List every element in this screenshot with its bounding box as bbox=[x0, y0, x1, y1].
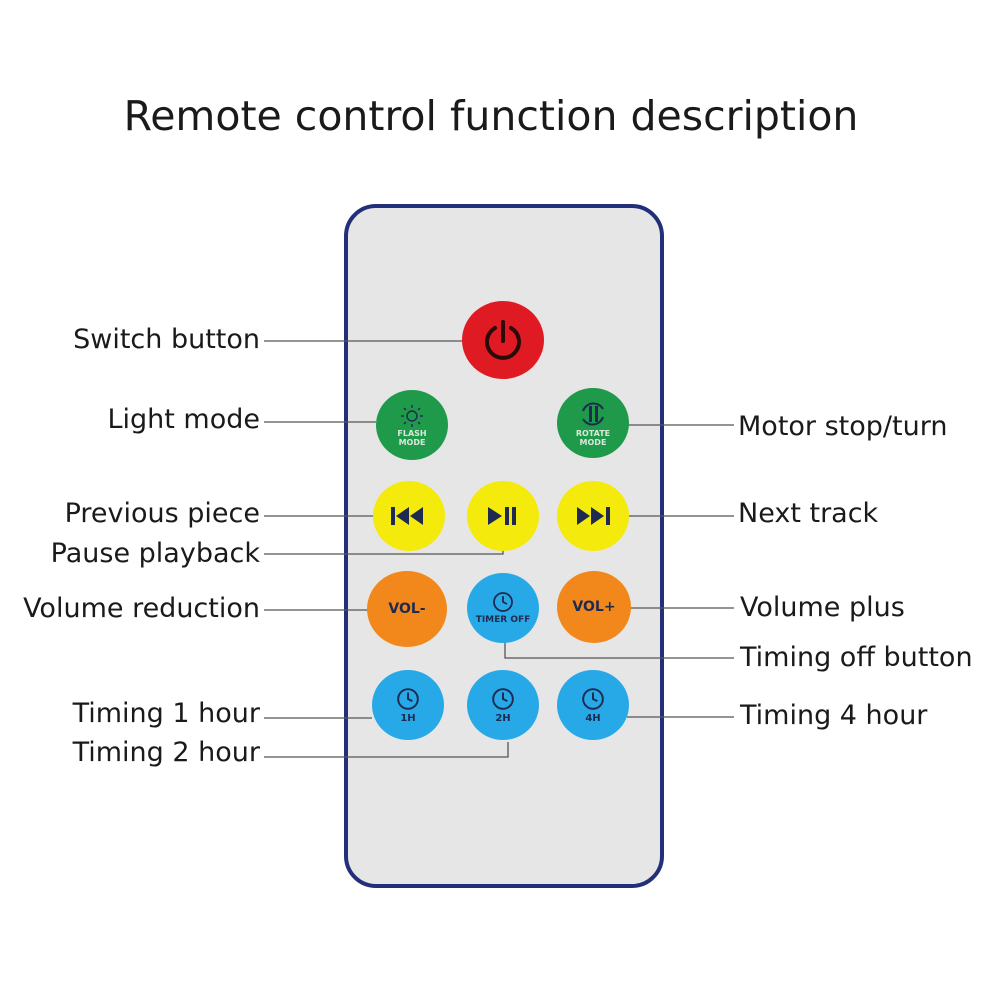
leader-timer-off bbox=[504, 642, 734, 659]
power-icon bbox=[485, 320, 521, 360]
label-timing-4-hour: Timing 4 hour bbox=[740, 700, 928, 731]
sun-icon bbox=[401, 405, 423, 427]
timer-1h-label: 1H bbox=[400, 712, 416, 724]
next-icon bbox=[577, 507, 610, 525]
vol-down-label: VOL- bbox=[388, 601, 426, 617]
rotate-mode-label: MODE bbox=[579, 438, 607, 447]
leader-t2 bbox=[264, 742, 509, 758]
vol-up-label: VOL+ bbox=[572, 599, 616, 615]
timer-2h-label: 2H bbox=[495, 712, 511, 724]
play-pause-icon bbox=[488, 507, 516, 525]
rotate-mode-button[interactable]: ROTATE MODE bbox=[557, 388, 629, 458]
clock-icon bbox=[582, 687, 604, 710]
timer-1h-button[interactable]: 1H bbox=[372, 670, 444, 740]
flash-mode-button[interactable]: FLASH MODE bbox=[376, 390, 448, 460]
clock-icon bbox=[492, 687, 514, 710]
timer-off-label: TIMER OFF bbox=[475, 615, 531, 625]
label-light-mode: Light mode bbox=[107, 404, 260, 435]
label-pause-playback: Pause playback bbox=[50, 538, 260, 569]
label-volume-reduction: Volume reduction bbox=[23, 593, 260, 624]
rotate-pause-icon bbox=[582, 402, 604, 426]
timer-4h-button[interactable]: 4H bbox=[557, 670, 629, 740]
volume-up-button[interactable]: VOL+ bbox=[557, 571, 631, 643]
previous-button[interactable] bbox=[373, 481, 445, 551]
flash-mode-label: MODE bbox=[398, 438, 426, 447]
timer-off-button[interactable]: TIMER OFF bbox=[467, 573, 539, 643]
label-previous-piece: Previous piece bbox=[64, 498, 260, 529]
volume-down-button[interactable]: VOL- bbox=[367, 571, 447, 647]
next-button[interactable] bbox=[557, 481, 629, 551]
timer-4h-label: 4H bbox=[585, 712, 601, 724]
label-switch-button: Switch button bbox=[73, 324, 260, 355]
timer-2h-button[interactable]: 2H bbox=[467, 670, 539, 740]
clock-icon bbox=[493, 592, 513, 612]
leader-pause bbox=[264, 543, 504, 555]
label-volume-plus: Volume plus bbox=[740, 592, 905, 623]
label-next-track: Next track bbox=[738, 498, 879, 529]
label-timing-off-button: Timing off button bbox=[740, 642, 973, 673]
rotate-label: ROTATE bbox=[575, 429, 611, 438]
clock-icon bbox=[397, 687, 419, 710]
power-button[interactable] bbox=[462, 301, 544, 379]
label-motor-stop-turn: Motor stop/turn bbox=[738, 411, 948, 442]
previous-icon bbox=[391, 507, 423, 525]
play-pause-button[interactable] bbox=[467, 481, 539, 551]
page-title: Remote control function description bbox=[123, 92, 859, 140]
label-timing-1-hour: Timing 1 hour bbox=[72, 698, 260, 729]
flash-label: FLASH bbox=[397, 429, 427, 438]
label-timing-2-hour: Timing 2 hour bbox=[72, 737, 260, 768]
